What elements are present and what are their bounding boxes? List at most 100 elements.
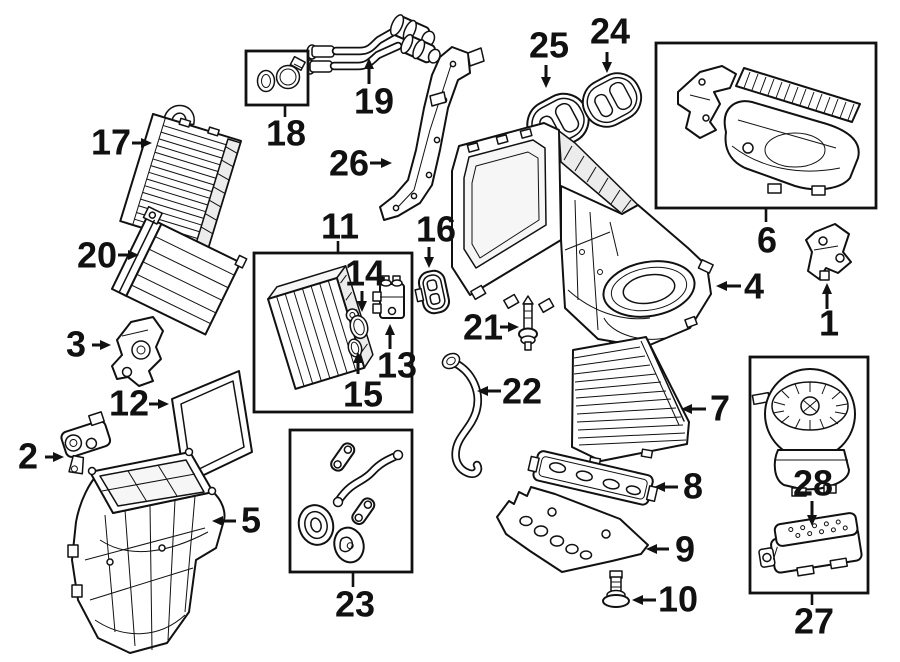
- arrowhead: [602, 62, 612, 73]
- callout-label-26[interactable]: 26: [329, 143, 369, 184]
- callout-15[interactable]: 15: [343, 352, 383, 415]
- arrowhead: [381, 158, 392, 168]
- callout-label-27[interactable]: 27: [794, 601, 834, 642]
- callout-27[interactable]: 27: [794, 594, 834, 642]
- arrowhead: [100, 340, 111, 350]
- part-28-blower-resistor: [758, 512, 863, 577]
- part-20-evaporator: [110, 205, 248, 336]
- callout-3[interactable]: 3: [66, 324, 111, 365]
- part-13-expansion-valve: [372, 275, 405, 319]
- callout-label-11[interactable]: 11: [321, 206, 359, 247]
- part-3-bracket: [111, 316, 164, 387]
- arrowhead: [541, 77, 551, 88]
- arrowhead: [364, 58, 374, 69]
- callout-23[interactable]: 23: [335, 573, 375, 625]
- callout-12[interactable]: 12: [109, 383, 169, 424]
- arrowhead: [385, 324, 395, 335]
- callout-label-18[interactable]: 18: [266, 113, 306, 154]
- callout-9[interactable]: 9: [646, 529, 695, 570]
- callout-13[interactable]: 13: [377, 324, 417, 386]
- callout-label-17[interactable]: 17: [91, 122, 131, 163]
- callout-17[interactable]: 17: [91, 122, 152, 163]
- part-18-o-ring: [256, 69, 276, 93]
- callout-16[interactable]: 16: [416, 209, 456, 269]
- part-24-grommet: [581, 72, 643, 128]
- callout-label-23[interactable]: 23: [335, 584, 375, 625]
- callout-label-21[interactable]: 21: [463, 307, 503, 348]
- callout-6[interactable]: 6: [757, 209, 777, 261]
- arrowhead: [158, 399, 169, 409]
- callout-28[interactable]: 28: [793, 463, 833, 527]
- part-7-cabin-filter: [571, 336, 690, 467]
- callout-label-6[interactable]: 6: [757, 220, 777, 261]
- callout-24[interactable]: 24: [590, 11, 630, 74]
- group-box-11: [252, 251, 414, 414]
- callout-1[interactable]: 1: [819, 283, 839, 344]
- arrowhead: [353, 352, 363, 363]
- arrowhead: [357, 301, 367, 312]
- callout-label-16[interactable]: 16: [416, 209, 456, 250]
- callout-4[interactable]: 4: [716, 266, 764, 307]
- group-box-18: [244, 49, 310, 107]
- callout-10[interactable]: 10: [632, 579, 698, 620]
- callout-label-15[interactable]: 15: [343, 374, 383, 415]
- callout-14[interactable]: 14: [345, 253, 385, 313]
- callout-label-19[interactable]: 19: [354, 81, 394, 122]
- part-11-evaporator-core: [267, 265, 374, 390]
- part-17-heater-core: [119, 104, 242, 250]
- arrowhead: [681, 404, 692, 414]
- callout-11[interactable]: 11: [321, 206, 359, 253]
- callout-25[interactable]: 25: [529, 25, 569, 89]
- callout-19[interactable]: 19: [354, 58, 394, 122]
- part-21-sensor: [518, 295, 538, 351]
- arrowhead: [716, 281, 727, 291]
- group-box-27: [748, 355, 870, 595]
- arrowhead: [128, 250, 139, 260]
- callout-label-3[interactable]: 3: [66, 324, 86, 365]
- arrowhead: [807, 515, 817, 526]
- group-box-23: [288, 428, 414, 574]
- part-27-blower-motor: [751, 368, 856, 497]
- callout-label-22[interactable]: 22: [502, 371, 542, 412]
- callout-22[interactable]: 22: [477, 371, 542, 412]
- callout-label-28[interactable]: 28: [793, 463, 833, 504]
- part-26-bracket: [379, 46, 485, 221]
- arrowhead: [654, 482, 665, 492]
- callout-label-20[interactable]: 20: [77, 235, 117, 276]
- arrowhead: [53, 452, 64, 462]
- callout-8[interactable]: 8: [654, 466, 703, 507]
- part-23-cam-b: [333, 526, 365, 564]
- callout-5[interactable]: 5: [212, 500, 261, 541]
- callout-18[interactable]: 18: [266, 106, 306, 154]
- arrowhead: [646, 544, 657, 554]
- callout-20[interactable]: 20: [77, 235, 139, 276]
- callout-2[interactable]: 2: [18, 436, 64, 477]
- callout-label-1[interactable]: 1: [819, 303, 839, 344]
- callout-label-4[interactable]: 4: [744, 266, 764, 307]
- callout-label-8[interactable]: 8: [683, 466, 703, 507]
- part-23-link-arm: [332, 449, 404, 508]
- callout-26[interactable]: 26: [329, 143, 392, 184]
- callout-label-9[interactable]: 9: [675, 529, 695, 570]
- callout-label-13[interactable]: 13: [377, 345, 417, 386]
- part-6-inlet-housing: [723, 67, 861, 196]
- part-23-lever-b: [351, 497, 376, 526]
- callout-label-14[interactable]: 14: [345, 253, 385, 294]
- callout-label-7[interactable]: 7: [710, 388, 730, 429]
- group-box-6: [654, 41, 878, 210]
- callout-label-10[interactable]: 10: [658, 579, 698, 620]
- callout-7[interactable]: 7: [681, 388, 730, 429]
- callout-label-12[interactable]: 12: [109, 383, 149, 424]
- arrowhead: [424, 257, 434, 268]
- part-19-heater-hoses: [304, 14, 441, 75]
- part-5-lower-housing: [67, 447, 226, 654]
- callout-label-2[interactable]: 2: [18, 436, 38, 477]
- arrowhead: [822, 283, 832, 294]
- part-23-cam-a: [297, 504, 335, 546]
- callout-21[interactable]: 21: [463, 307, 519, 348]
- callout-label-25[interactable]: 25: [529, 25, 569, 66]
- part-4-main-housing: [451, 122, 714, 351]
- callout-label-5[interactable]: 5: [241, 500, 261, 541]
- callout-label-24[interactable]: 24: [590, 11, 630, 52]
